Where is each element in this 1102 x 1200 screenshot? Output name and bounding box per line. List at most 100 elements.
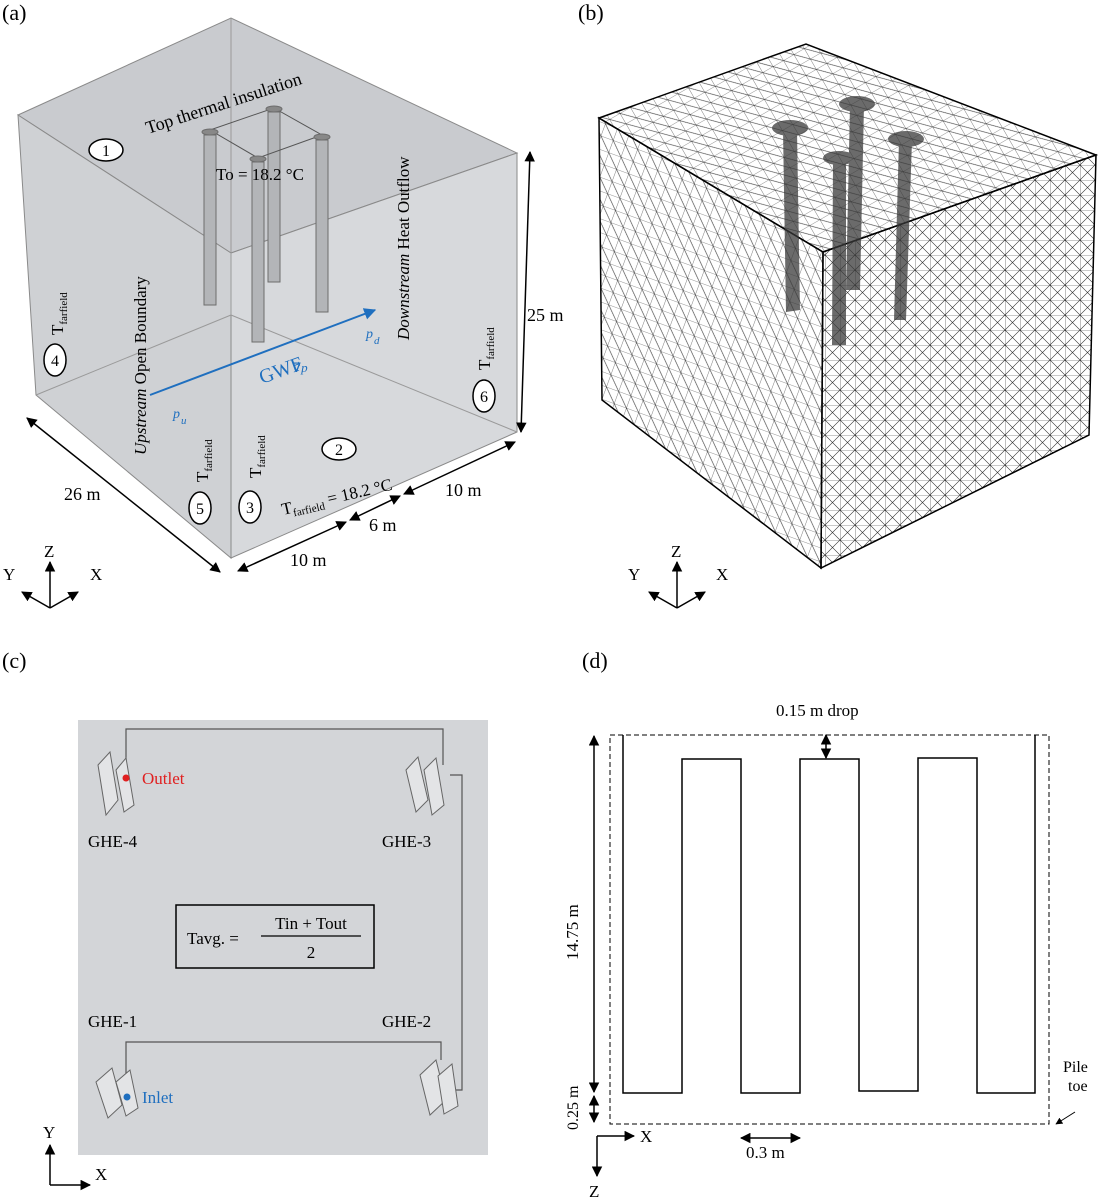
piles <box>201 105 331 343</box>
ghe-3-label: GHE-3 <box>382 832 431 851</box>
ghe-symbols <box>95 750 459 1119</box>
gwf-arrow <box>149 308 377 396</box>
height-label: 14.75 m <box>563 904 582 960</box>
axis-triad-a <box>21 560 79 609</box>
panel-d: (d) 0.15 m drop 14.75 m 0.25 m 0.3 m Pil… <box>563 648 1088 1200</box>
mesh-pile <box>846 105 864 290</box>
ghe-1-label: GHE-1 <box>88 1012 137 1031</box>
axis-y-label: Y <box>3 565 15 584</box>
marker-2 <box>321 437 357 461</box>
outlet-dot <box>122 774 130 782</box>
mesh-pile <box>783 130 800 312</box>
axis-z-label: Z <box>589 1182 599 1200</box>
pile <box>203 134 217 306</box>
panel-c-label: (c) <box>2 648 26 673</box>
formula-lhs: Tavg. = <box>187 929 239 948</box>
pile <box>267 111 281 283</box>
panel-d-label: (d) <box>582 648 608 673</box>
inlet-label: Inlet <box>142 1088 173 1107</box>
dim-6-line <box>349 495 401 521</box>
axis-y-label: Y <box>43 1123 55 1142</box>
axis-triad-d <box>591 1130 636 1178</box>
x-axis <box>676 591 706 609</box>
dim-25-label: 25 m <box>527 305 564 325</box>
y-axis <box>21 591 51 609</box>
box-back-bottom-edge-2 <box>230 314 518 433</box>
dim-26-label: 26 m <box>64 484 101 504</box>
panel-c: (c) Out <box>2 648 488 1191</box>
axis-x-label: X <box>90 565 102 584</box>
marker-5-label: 5 <box>196 501 204 518</box>
downstream-label: Downstream Heat Outflow <box>394 156 413 341</box>
formula-numerator: Tin + Tout <box>275 914 347 933</box>
mesh-pile-head <box>772 120 808 136</box>
marker-1 <box>88 138 124 162</box>
axis-x-label: X <box>95 1165 107 1184</box>
box-back-bottom-edge <box>35 314 232 396</box>
dim-26-line <box>26 417 221 573</box>
panel-b: (b) Z Y X <box>578 0 1099 609</box>
upstream-label: Upstream Open Boundary <box>131 276 150 455</box>
pile-outline <box>609 734 1050 1125</box>
dim-25-line <box>516 150 535 434</box>
ghe-4-label: GHE-4 <box>88 832 138 851</box>
outlet-label: Outlet <box>142 769 185 788</box>
y-axis <box>648 591 678 609</box>
axis-y-label: Y <box>628 565 640 584</box>
dim-10a-label: 10 m <box>290 550 327 570</box>
mesh-pile-head <box>823 151 855 165</box>
pile <box>315 139 329 313</box>
p-d-label: pd <box>365 327 380 347</box>
mesh-pile <box>832 160 846 345</box>
axis-triad-b <box>648 560 706 609</box>
inlet-dot <box>123 1093 131 1101</box>
formula-denominator: 2 <box>307 943 316 962</box>
u-loop-pipe <box>622 735 1036 1094</box>
tfarfield-6: Tfarfield <box>475 327 497 370</box>
bottom-label: 0.25 m <box>565 1085 582 1130</box>
ghe-2-symbol <box>419 1059 459 1116</box>
pipe-top <box>125 728 444 775</box>
marker-3-label: 3 <box>246 500 254 517</box>
axis-z-label: Z <box>44 542 54 561</box>
dim-10a-line <box>237 521 347 572</box>
panel-b-label: (b) <box>578 0 604 25</box>
axis-z-label: Z <box>671 542 681 561</box>
formula-box <box>175 904 375 969</box>
pile-head <box>313 133 331 141</box>
pile-head <box>201 128 219 136</box>
dim-10b-label: 10 m <box>445 480 482 500</box>
tfarfield-3: Tfarfield <box>246 435 268 478</box>
panel-a: (a) GWF ∇p pu pd Top thermal insulation <box>2 0 564 609</box>
tfarfield-4: Tfarfield <box>48 292 70 335</box>
pile-head <box>265 105 283 113</box>
marker-6 <box>472 379 496 413</box>
pile <box>251 161 265 343</box>
x-axis <box>49 591 79 609</box>
ghe-1-symbol <box>95 1067 139 1119</box>
pipe-bottom <box>125 1041 442 1085</box>
dim-6-label: 6 m <box>369 515 397 535</box>
mesh-pile-head <box>839 96 875 112</box>
t0-label: To = 18.2 °C <box>216 165 304 184</box>
pile-toe-arrow <box>1055 1111 1076 1125</box>
pile-head <box>249 155 267 163</box>
axis-x-label: X <box>640 1127 652 1146</box>
marker-6-label: 6 <box>480 389 488 406</box>
panel-a-label: (a) <box>2 0 26 25</box>
grad-p-label: ∇p <box>292 360 308 375</box>
ghe-2-label: GHE-2 <box>382 1012 431 1031</box>
marker-4-label: 4 <box>51 353 59 370</box>
mesh-pile <box>894 140 912 320</box>
marker-1-label: 1 <box>102 143 110 160</box>
marker-2-label: 2 <box>335 442 343 459</box>
ghe-3-symbol <box>405 755 445 816</box>
mesh-piles <box>772 96 924 345</box>
axis-triad-c <box>44 1143 92 1191</box>
drop-label: 0.15 m drop <box>776 701 859 720</box>
axis-x-label: X <box>716 565 728 584</box>
marker-4 <box>43 343 67 377</box>
ghe-4-symbol <box>97 750 135 817</box>
